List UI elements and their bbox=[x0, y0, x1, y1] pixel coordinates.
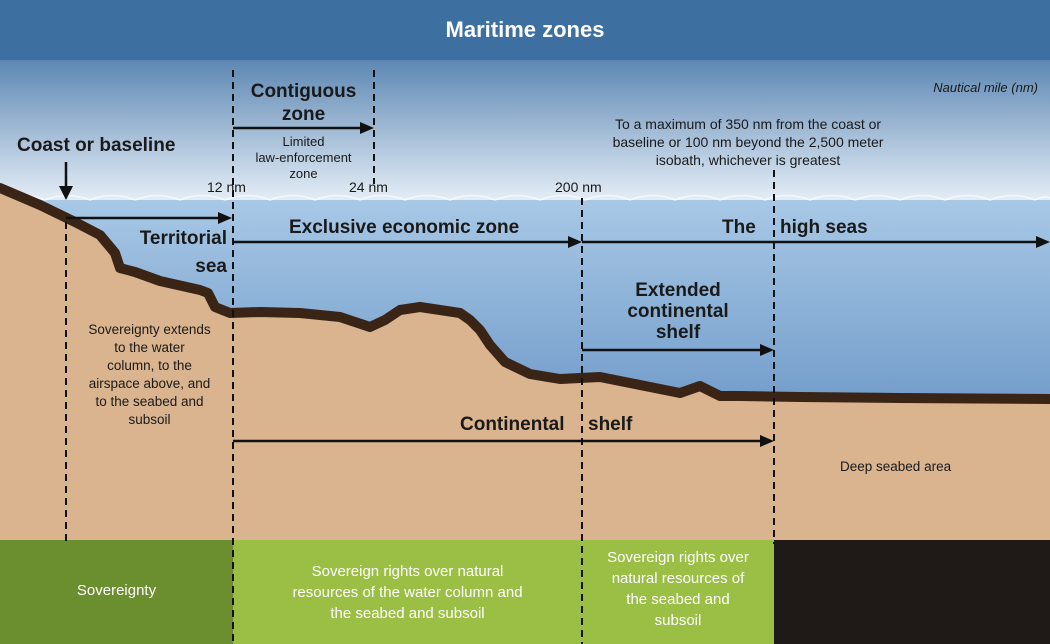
title-bar bbox=[0, 0, 1050, 60]
dark-panel bbox=[774, 540, 1050, 644]
seabed-rights-panel-text: Sovereign rights over natural resources … bbox=[582, 547, 774, 631]
water-rights-panel-text: Sovereign rights over natural resources … bbox=[233, 561, 582, 624]
nm-24-label: 24 nm bbox=[349, 179, 388, 195]
seabed-rights-line-1: Sovereign rights over bbox=[607, 549, 749, 566]
continental-shelf-label-part-2: shelf bbox=[588, 414, 633, 435]
contiguous-zone-arrowhead bbox=[360, 122, 374, 134]
sovereignty-desc-line-3: column, to the bbox=[107, 358, 192, 373]
extended-shelf-arrowhead bbox=[760, 344, 774, 356]
eez-arrowhead bbox=[568, 236, 582, 248]
water-rights-line-2: resources of the water column and bbox=[292, 584, 523, 601]
nm-200-label: 200 nm bbox=[555, 179, 602, 195]
seabed-rights-panel bbox=[582, 540, 774, 644]
seabed-rights-line-3: the seabed and bbox=[626, 591, 730, 608]
unit-note: Nautical mile (nm) bbox=[933, 80, 1038, 95]
water-rights-line-3: the seabed and subsoil bbox=[330, 605, 485, 622]
diagram-title: Maritime zones bbox=[445, 17, 605, 42]
sovereignty-panel bbox=[0, 540, 233, 644]
nm-12-label: 12 nm bbox=[207, 179, 246, 195]
limit-note-line-3: isobath, whichever is greatest bbox=[655, 152, 841, 168]
territorial-sea-arrowhead bbox=[218, 212, 232, 224]
sovereignty-description: Sovereignty extends to the water column,… bbox=[66, 321, 233, 429]
contiguous-desc-line-3: zone bbox=[289, 166, 318, 181]
extended-shelf-line-2: continental bbox=[627, 301, 729, 322]
limit-note-line-2: baseline or 100 nm beyond the 2,500 mete… bbox=[612, 134, 884, 150]
seabed-rights-line-4: subsoil bbox=[654, 612, 702, 629]
eez-label: Exclusive economic zone bbox=[289, 217, 520, 238]
water-rights-panel bbox=[233, 540, 582, 644]
seafloor-line bbox=[0, 183, 1050, 404]
extended-shelf-label: Extended continental shelf bbox=[582, 280, 774, 343]
sovereignty-desc-line-2: to the water bbox=[114, 340, 185, 355]
sovereignty-desc-line-6: subsoil bbox=[128, 412, 171, 427]
contiguous-zone-description: Limited law-enforcement zone bbox=[233, 134, 374, 182]
sovereignty-desc-line-5: to the seabed and bbox=[95, 394, 204, 409]
limit-note-line-1: To a maximum of 350 nm from the coast or bbox=[614, 116, 882, 132]
high-seas-label-part-2: high seas bbox=[780, 217, 868, 238]
seabed-area bbox=[0, 188, 1050, 540]
seabed-rights-line-2: natural resources of bbox=[611, 570, 745, 587]
contiguous-zone-line-2: zone bbox=[281, 104, 326, 125]
continental-shelf-label-part-1: Continental bbox=[460, 414, 565, 435]
coast-pointer-arrowhead bbox=[59, 186, 73, 200]
sky-band bbox=[0, 60, 1050, 205]
territorial-sea-line-1: Territorial bbox=[139, 228, 227, 249]
territorial-sea-label: Territorial sea bbox=[122, 225, 227, 281]
sovereignty-desc-line-4: airspace above, and bbox=[88, 376, 211, 391]
coast-label: Coast or baseline bbox=[17, 135, 176, 156]
deep-seabed-label: Deep seabed area bbox=[840, 459, 952, 474]
territorial-sea-line-2: sea bbox=[195, 256, 227, 277]
wave-line bbox=[0, 194, 1050, 201]
water-rights-line-1: Sovereign rights over natural bbox=[311, 563, 504, 580]
high-seas-arrowhead bbox=[1036, 236, 1050, 248]
contiguous-zone-line-1: Contiguous bbox=[250, 81, 357, 102]
extended-shelf-line-3: shelf bbox=[655, 322, 701, 343]
sovereignty-panel-text: Sovereignty bbox=[76, 582, 157, 599]
contiguous-zone-label: Contiguous zone bbox=[233, 80, 374, 126]
extended-shelf-line-1: Extended bbox=[635, 280, 721, 301]
sovereignty-desc-line-1: Sovereignty extends bbox=[88, 322, 211, 337]
contiguous-desc-line-2: law-enforcement bbox=[255, 150, 352, 165]
continental-shelf-arrowhead bbox=[760, 435, 774, 447]
contiguous-desc-line-1: Limited bbox=[282, 134, 325, 149]
high-seas-label-part-1: The bbox=[722, 217, 756, 238]
shelf-limit-note: To a maximum of 350 nm from the coast or… bbox=[588, 115, 908, 169]
